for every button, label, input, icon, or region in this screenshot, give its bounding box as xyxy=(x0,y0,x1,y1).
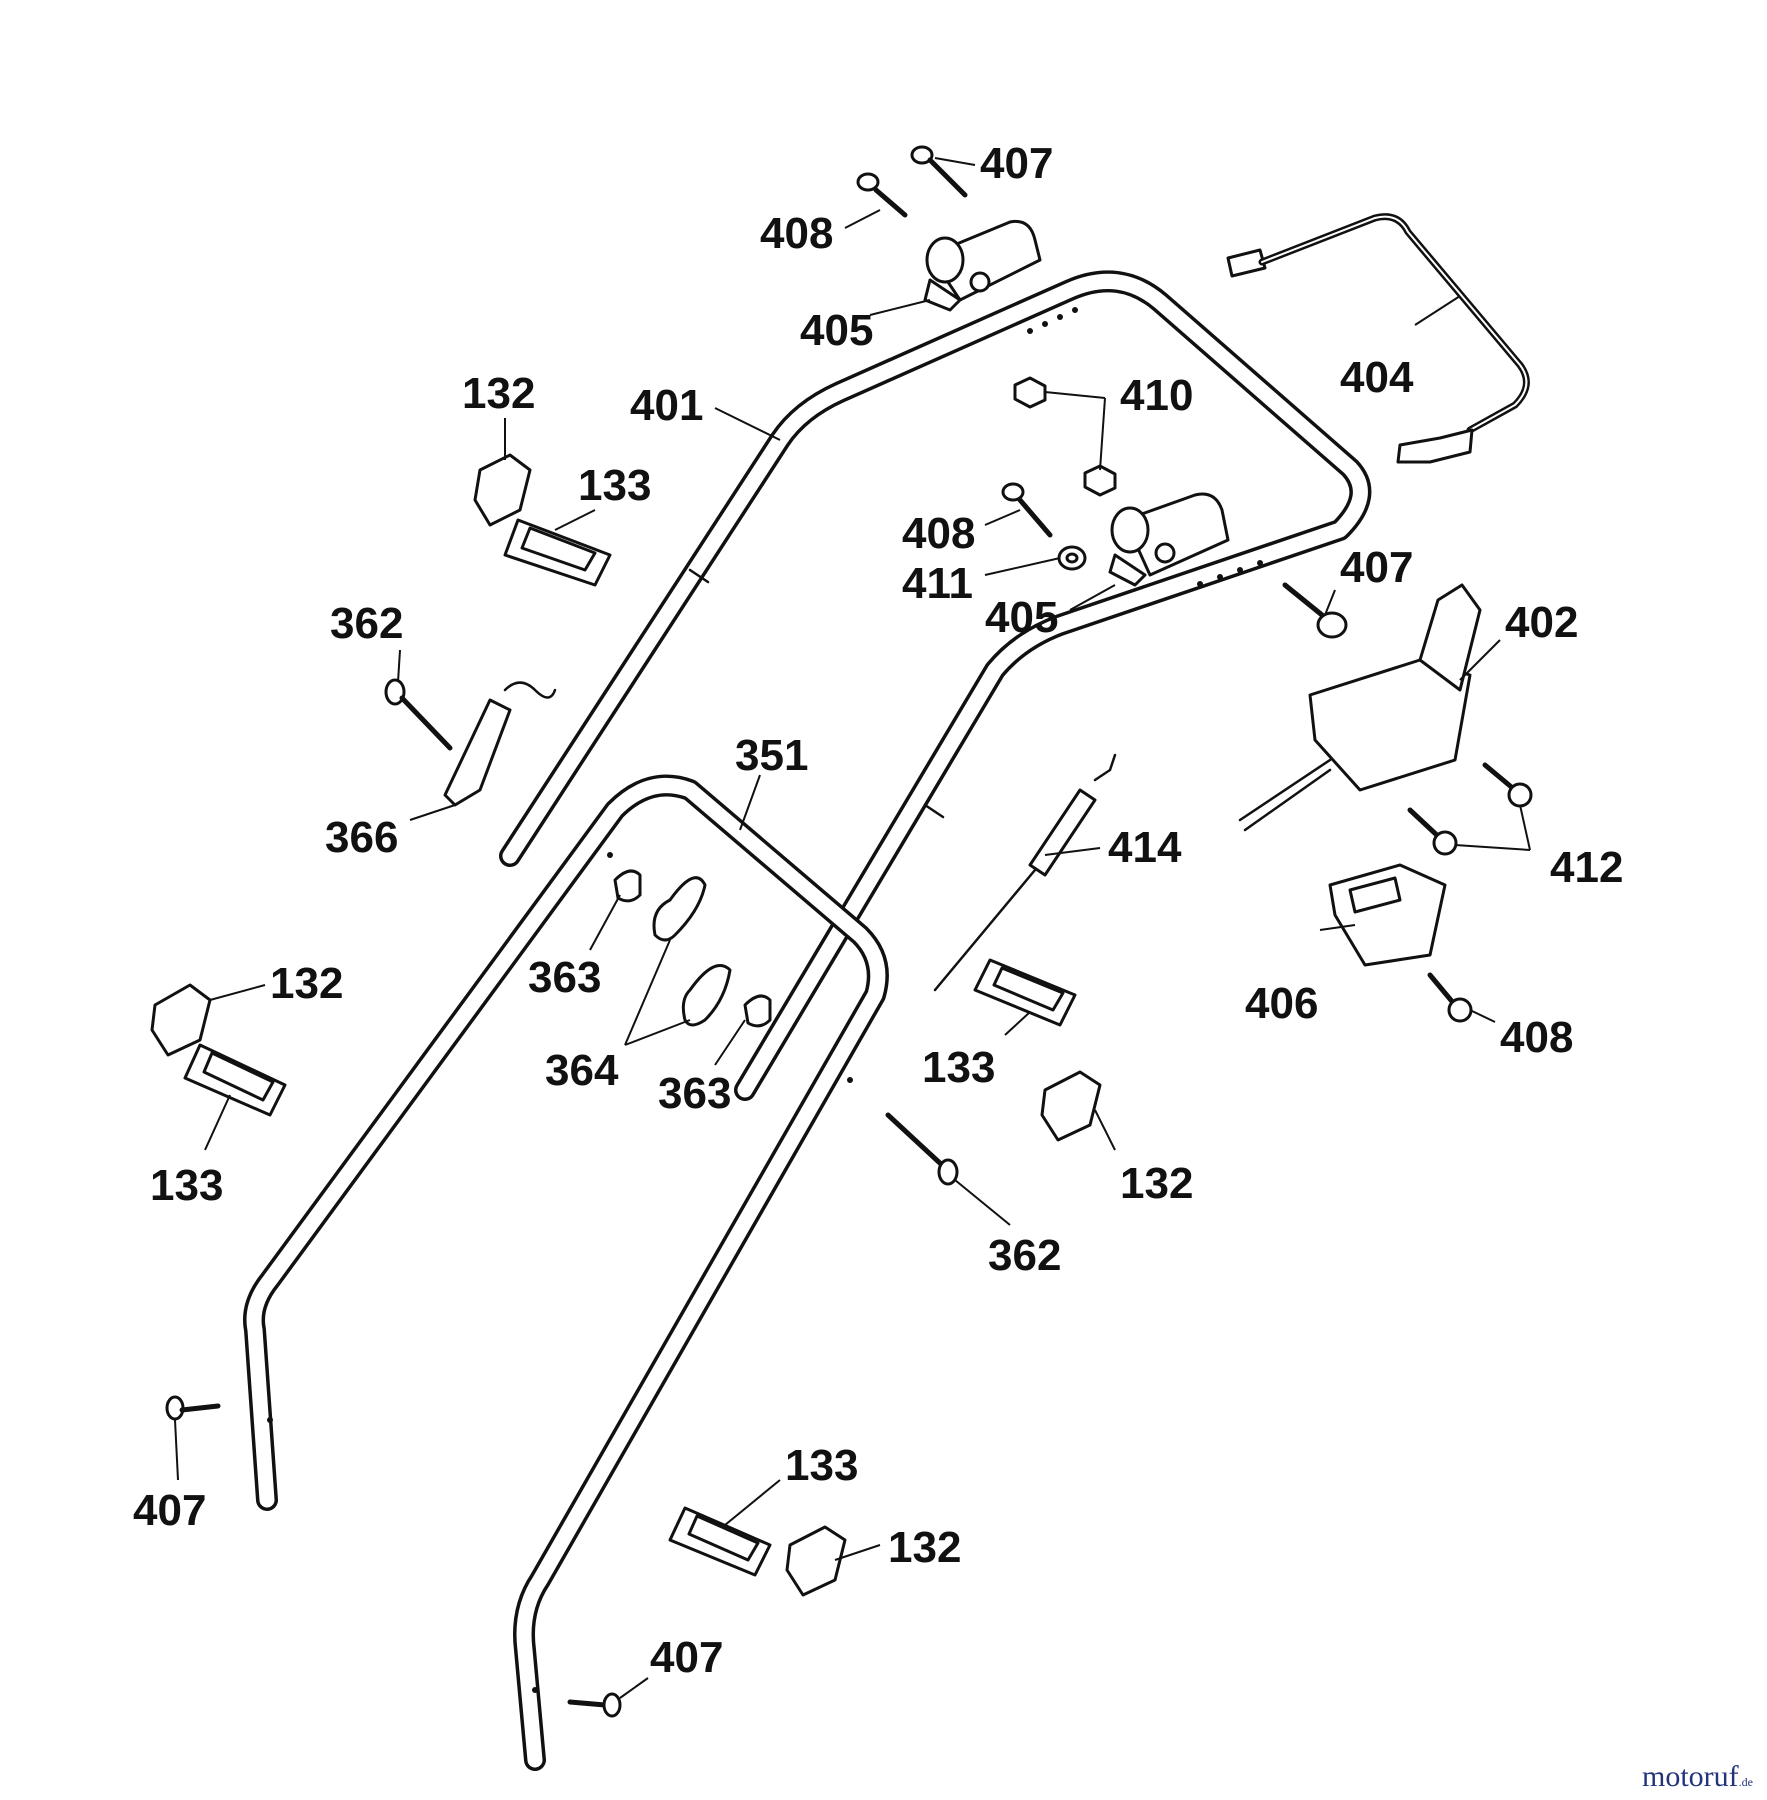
screw-362-a xyxy=(384,678,453,751)
callout-133-c: 133 xyxy=(922,1043,995,1092)
clip-132-d xyxy=(785,1525,847,1597)
washer-363-b xyxy=(743,994,772,1028)
callout-132-a: 132 xyxy=(462,369,535,418)
hinge-clamp-405-middle xyxy=(1108,492,1230,587)
screw-412-a xyxy=(1482,762,1533,808)
callout-406: 406 xyxy=(1245,979,1318,1028)
callout-132-b: 132 xyxy=(270,959,343,1008)
screw-362-b xyxy=(885,1112,959,1186)
cable-414 xyxy=(933,753,1117,992)
wing-nut-364-b xyxy=(681,964,732,1027)
bolt-407-left xyxy=(165,1395,221,1421)
callout-364: 364 xyxy=(545,1046,619,1095)
cap-133-a xyxy=(503,518,612,587)
cap-133-c xyxy=(973,958,1077,1027)
callout-401: 401 xyxy=(630,381,703,430)
throttle-lever-402 xyxy=(1238,583,1482,832)
callout-411: 411 xyxy=(902,559,973,608)
clip-132-c xyxy=(1040,1070,1102,1142)
watermark-name: motoruf xyxy=(1642,1760,1739,1793)
bolt-407-middle xyxy=(1282,582,1348,639)
callout-408-right: 408 xyxy=(1500,1013,1573,1062)
screw-408-right xyxy=(1427,972,1473,1023)
clip-132-b xyxy=(150,983,212,1057)
callout-407-left: 407 xyxy=(133,1486,206,1535)
screw-412-b xyxy=(1407,807,1458,856)
callout-405-top: 405 xyxy=(800,306,873,355)
hinge-clamp-405-top xyxy=(923,219,1042,312)
callout-407-top: 407 xyxy=(980,139,1053,188)
callout-351: 351 xyxy=(735,731,808,780)
callout-133-a: 133 xyxy=(578,461,651,510)
clip-132-a xyxy=(473,453,532,527)
bolt-408-top xyxy=(856,172,908,218)
callout-408-top: 408 xyxy=(760,209,833,258)
watermark-suffix: .de xyxy=(1738,1775,1753,1789)
bolt-407-top xyxy=(910,145,968,198)
callout-414: 414 xyxy=(1108,823,1182,872)
callout-133-b: 133 xyxy=(150,1161,223,1210)
cable-guide-366 xyxy=(443,681,557,807)
callout-362-b: 362 xyxy=(988,1231,1061,1280)
callout-402: 402 xyxy=(1505,598,1578,647)
callout-410: 410 xyxy=(1120,371,1193,420)
callout-407-bottom: 407 xyxy=(650,1633,723,1682)
bolt-407-bottom xyxy=(567,1692,622,1718)
nut-410-b xyxy=(1083,464,1117,497)
watermark-logo: motoruf.de xyxy=(1642,1760,1753,1794)
callout-408-middle: 408 xyxy=(902,509,975,558)
washer-363-a xyxy=(613,869,642,903)
callout-362-a: 362 xyxy=(330,599,403,648)
bail-bar-404 xyxy=(1226,213,1530,464)
cap-133-d xyxy=(668,1506,772,1577)
bolt-408-middle xyxy=(1001,482,1053,538)
callout-412: 412 xyxy=(1550,843,1623,892)
callout-363-a: 363 xyxy=(528,953,601,1002)
spacer-411 xyxy=(1057,545,1087,571)
callout-405-middle: 405 xyxy=(985,593,1058,642)
wing-nut-364-a xyxy=(652,876,707,942)
callout-407-middle: 407 xyxy=(1340,543,1413,592)
callout-labels: 407 408 405 404 401 132 133 410 408 411 … xyxy=(133,139,1623,1682)
nut-410-a xyxy=(1013,376,1047,409)
leader-lines xyxy=(174,157,1531,1699)
bracket-406 xyxy=(1328,863,1447,967)
upper-handle-401 xyxy=(499,270,1372,1101)
callout-366: 366 xyxy=(325,813,398,862)
callout-404: 404 xyxy=(1340,353,1414,402)
callout-133-d: 133 xyxy=(785,1441,858,1490)
cap-133-b xyxy=(183,1043,287,1117)
callout-363-b: 363 xyxy=(658,1069,731,1118)
callout-132-d: 132 xyxy=(888,1523,961,1572)
callout-132-c: 132 xyxy=(1120,1159,1193,1208)
lower-handle-351 xyxy=(243,774,889,1771)
